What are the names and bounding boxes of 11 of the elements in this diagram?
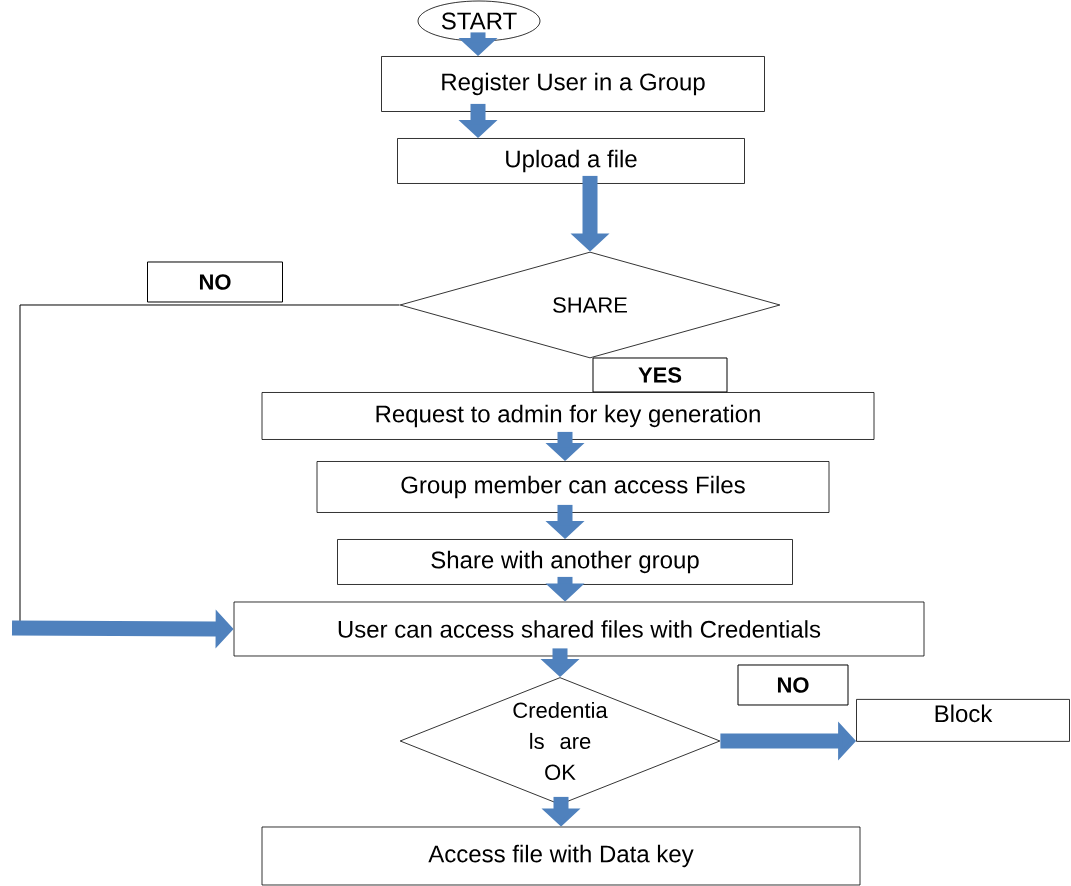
process-box: User can access shared files with Credentials	[233, 601, 925, 657]
answer-box: YES	[592, 357, 728, 393]
answer-box: NO	[147, 261, 283, 303]
process-box: Register User in a Group	[381, 56, 765, 112]
process-box: Access file with Data key	[261, 826, 861, 886]
process-box: Group member can access Files	[316, 461, 830, 513]
process-box: Upload a file	[397, 138, 745, 184]
process-box: Share with another group	[337, 539, 793, 585]
answer-box: NO	[737, 664, 849, 706]
process-box	[856, 699, 1070, 742]
node-label: Block	[935, 704, 993, 723]
